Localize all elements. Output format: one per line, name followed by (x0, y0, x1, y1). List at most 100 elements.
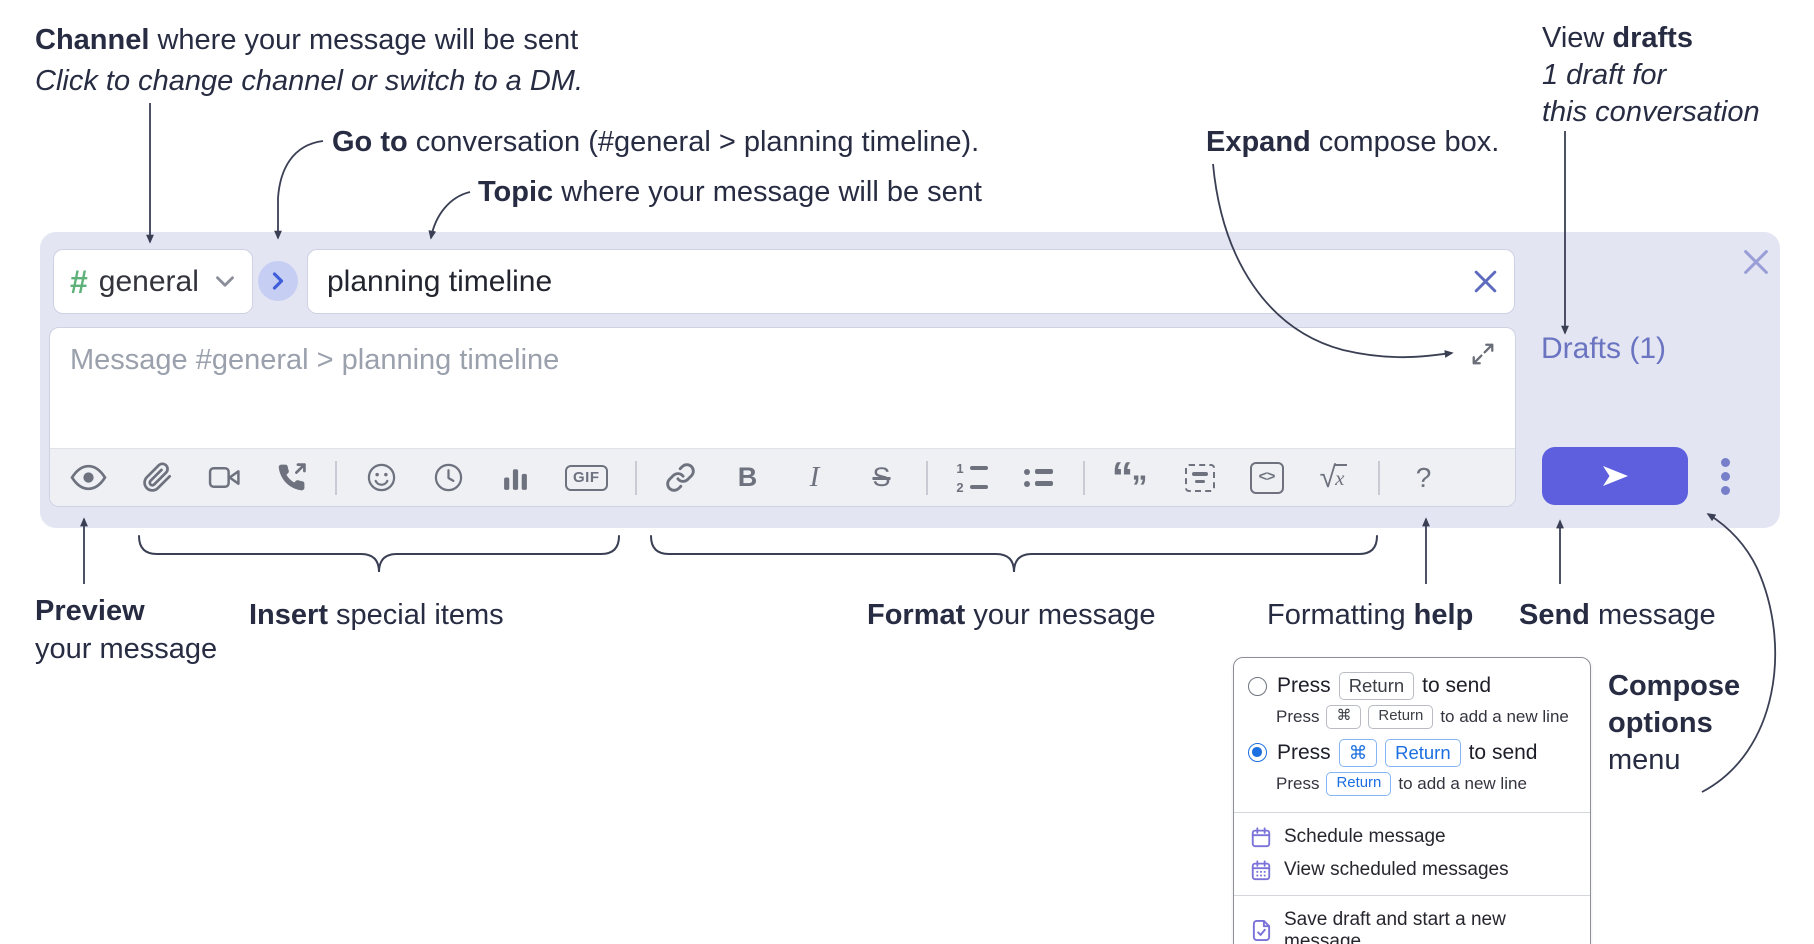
menu-option-cmd-return-to-send[interactable]: Press ⌘ Return to send (1234, 737, 1590, 769)
bulleted-list-button[interactable] (1022, 460, 1056, 496)
poll-button[interactable] (498, 460, 532, 496)
toolbar-divider (1377, 460, 1380, 495)
annotation-send-rest: message (1589, 599, 1716, 631)
radio-selected[interactable] (1248, 743, 1267, 763)
toolbar-divider (335, 460, 337, 495)
annotation-compose-options-b2: options (1608, 707, 1713, 739)
question-mark-icon: ? (1415, 461, 1432, 493)
key-cmd: ⌘ (1338, 738, 1378, 767)
close-icon (1744, 250, 1768, 274)
drafts-link[interactable]: Drafts (1) (1541, 332, 1667, 365)
menu-item-save-draft-new-message[interactable]: Save draft and start a new message (1234, 904, 1590, 944)
key-return: Return (1326, 771, 1392, 796)
spoiler-icon (1184, 463, 1215, 492)
brace-format (650, 535, 1378, 573)
annotation-compose-options-b1: Compose (1608, 670, 1741, 702)
channel-hash-icon: # (70, 263, 88, 300)
expand-icon (1472, 343, 1494, 365)
toolbar-divider (634, 460, 637, 495)
annotation-send: Send message (1519, 595, 1716, 636)
annotation-channel-bold: Channel (35, 24, 150, 56)
gif-icon: GIF (565, 464, 608, 491)
message-input[interactable] (50, 328, 1515, 448)
math-icon: √ x (1320, 462, 1348, 493)
italic-icon: I (809, 461, 820, 493)
key-cmd: ⌘ (1326, 705, 1362, 729)
compose-options-menu: Press Return to send Press ⌘ Return to a… (1233, 657, 1591, 944)
paper-plane-icon (1603, 466, 1628, 486)
strikethrough-button[interactable]: S (865, 460, 899, 496)
menu-item-label: View scheduled messages (1284, 859, 1509, 881)
code-icon: <> (1249, 461, 1284, 494)
channel-name: general (98, 264, 199, 298)
expand-compose-button[interactable] (1471, 342, 1495, 371)
gif-button[interactable]: GIF (565, 460, 608, 496)
quote-button[interactable]: “ ” (1111, 452, 1150, 505)
annotation-format-bold: Format (867, 599, 966, 631)
emoji-button[interactable] (364, 460, 398, 496)
annotation-drafts-bold: drafts (1612, 22, 1693, 54)
annotation-insert-bold: Insert (249, 599, 328, 631)
arrow-goto (274, 140, 324, 240)
bold-icon: B (737, 462, 758, 492)
annotation-goto: Go to conversation (#general > planning … (332, 122, 979, 163)
menu-option-return-to-send[interactable]: Press Return to send (1234, 670, 1590, 702)
send-button[interactable] (1542, 447, 1688, 505)
video-call-button[interactable] (207, 460, 241, 496)
voice-call-button[interactable] (274, 460, 308, 496)
compose-box: # general (40, 232, 1780, 528)
math-button[interactable]: √ x (1317, 460, 1351, 496)
radio-unselected[interactable] (1248, 676, 1267, 696)
preview-button[interactable] (70, 460, 107, 496)
topic-field (307, 249, 1515, 314)
go-to-conversation-button[interactable] (258, 261, 298, 301)
menu-option-return-subtext: Press ⌘ Return to add a new line (1234, 702, 1590, 737)
video-camera-icon (208, 466, 240, 489)
formatting-help-button[interactable]: ? (1407, 460, 1441, 496)
annotation-help-pre: Formatting (1267, 599, 1414, 631)
annotation-insert: Insert special items (249, 595, 504, 636)
message-box: GIF B I S 1 2 (49, 327, 1516, 507)
annotation-drafts-italic2: this conversation (1542, 96, 1760, 128)
key-return: Return (1338, 672, 1415, 701)
menu-item-schedule-message[interactable]: Schedule message (1234, 821, 1590, 854)
annotation-goto-bold: Go to (332, 126, 408, 158)
code-button[interactable]: <> (1249, 460, 1284, 496)
chevron-down-icon (214, 274, 236, 289)
bar-chart-icon (503, 469, 527, 490)
annotation-preview-line2: your message (35, 633, 218, 665)
italic-button[interactable]: I (798, 460, 832, 496)
annotation-channel-italic: Click to change channel or switch to a D… (35, 65, 584, 97)
option-text: to send (1468, 740, 1538, 764)
annotation-expand: Expand compose box. (1206, 122, 1499, 163)
option-text: Press (1277, 674, 1331, 698)
annotation-compose-options: Compose options menu (1608, 668, 1740, 779)
channel-selector[interactable]: # general (53, 249, 253, 314)
document-check-icon (1250, 919, 1272, 942)
attach-file-button[interactable] (140, 460, 174, 496)
toolbar-divider (1082, 460, 1085, 495)
calendar-icon (1250, 826, 1272, 849)
annotation-goto-rest: conversation (#general > planning timeli… (407, 126, 980, 158)
compose-options-menu-button[interactable] (1715, 456, 1735, 497)
link-button[interactable] (664, 460, 698, 496)
smiley-icon (367, 463, 395, 492)
annotation-topic: Topic where your message will be sent (478, 172, 982, 213)
annotation-channel-rest: where your message will be sent (149, 24, 579, 56)
menu-item-label: Save draft and start a new message (1284, 908, 1506, 944)
numbered-list-button[interactable]: 1 2 (955, 460, 989, 496)
global-time-button[interactable] (431, 460, 465, 496)
close-compose-button[interactable] (1738, 244, 1774, 280)
bold-button[interactable]: B (731, 460, 765, 496)
annotation-help-bold: help (1413, 599, 1474, 631)
quote-icon: “ ” (1111, 452, 1148, 505)
topic-clear-button[interactable] (1462, 268, 1508, 295)
annotation-expand-bold: Expand (1206, 126, 1311, 158)
ellipsis-vertical-icon (1720, 458, 1730, 467)
annotation-format: Format your message (867, 595, 1156, 636)
annotation-preview-bold: Preview (35, 595, 145, 627)
annotation-channel: Channel where your message will be sent … (35, 20, 583, 102)
menu-item-view-scheduled-messages[interactable]: View scheduled messages (1234, 854, 1590, 887)
topic-input[interactable] (308, 264, 1462, 299)
spoiler-button[interactable] (1183, 460, 1217, 496)
